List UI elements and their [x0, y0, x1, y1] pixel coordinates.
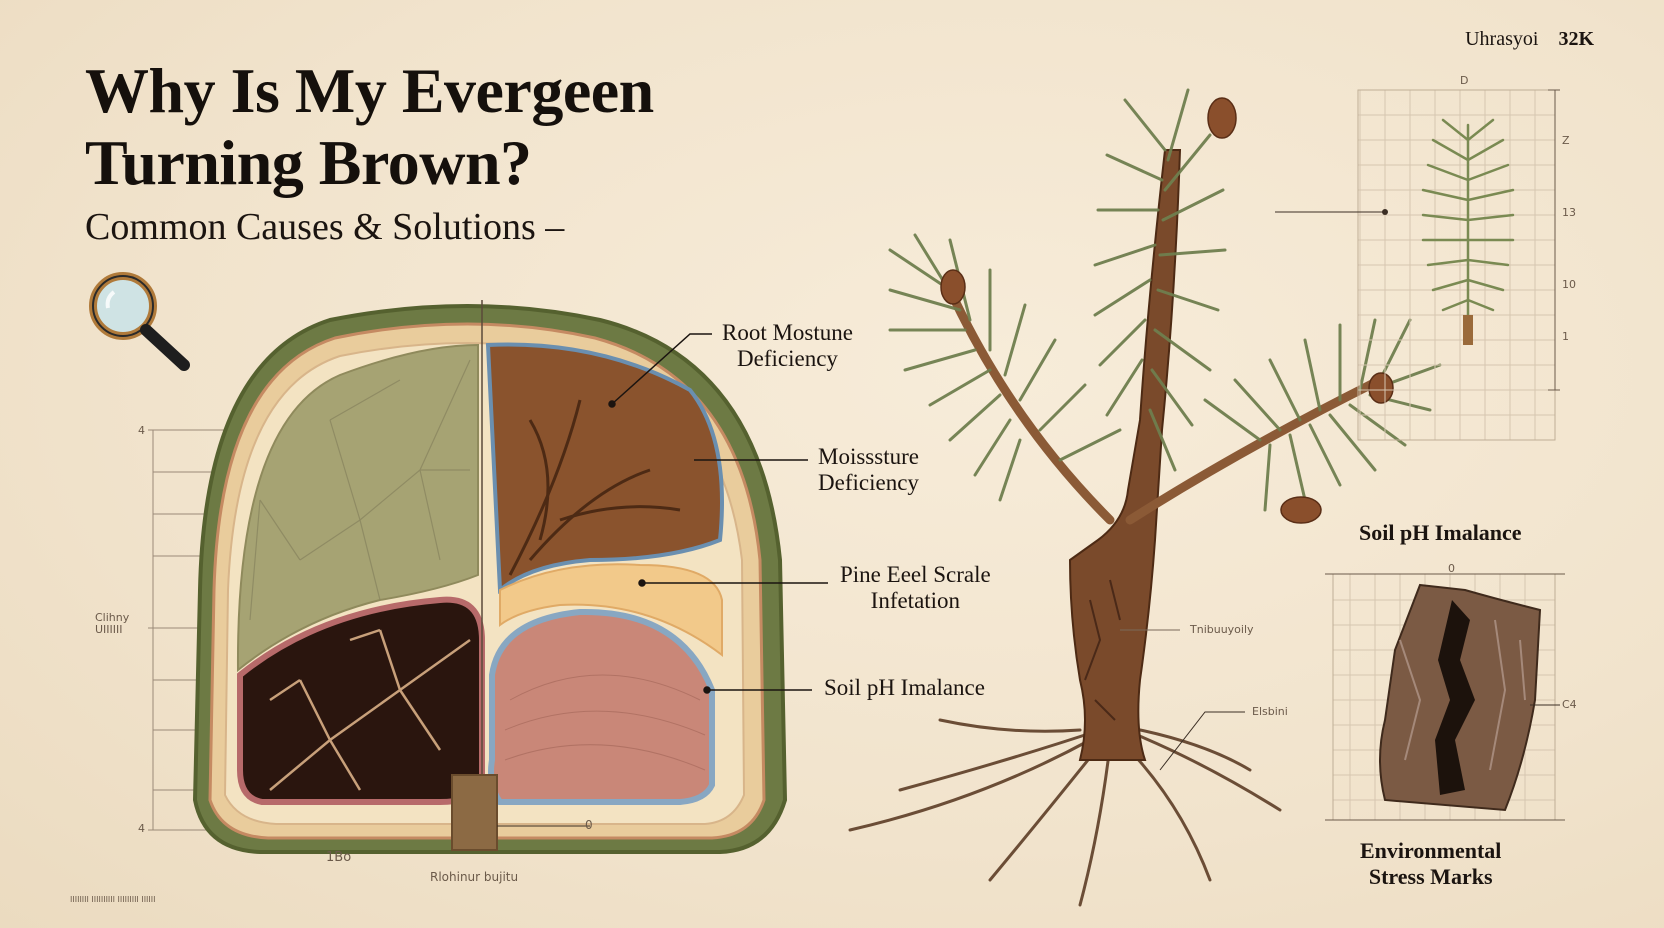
- corner-info: Uhrasyoi 32K: [1465, 28, 1594, 51]
- bark-panel-top-tick: 0: [1448, 562, 1455, 575]
- needle-sprig: [1421, 118, 1515, 332]
- callout-moisture-text: Moisssture Deficiency: [818, 444, 919, 495]
- cross-section-diagram: [192, 300, 788, 854]
- pine-tree-illustration: [848, 88, 1442, 907]
- callout-soil-ph-text: Soil pH Imalance: [824, 675, 985, 700]
- corner-label: Uhrasyoi: [1465, 28, 1539, 50]
- bark-panel-caption: Environmental Stress Marks: [1360, 838, 1501, 890]
- bark-panel-grid: [1333, 574, 1555, 820]
- callout-root-moisture: Root Mostune Deficiency: [722, 320, 853, 372]
- tree-label-trunk: Tnibuuyoily: [1190, 623, 1254, 636]
- bark-panel-side-tick: C4: [1562, 698, 1577, 711]
- callout-root-moisture-text: Root Mostune Deficiency: [722, 320, 853, 371]
- needle-panel-caption: Soil pH Imalance: [1359, 520, 1522, 545]
- needle-tick-1: Z: [1562, 134, 1570, 147]
- page-subtitle: Common Causes & Solutions –: [85, 206, 565, 248]
- needle-tick-4: 1: [1562, 330, 1569, 343]
- ruler-top-label: 4: [138, 424, 145, 437]
- needle-panel-top-tick: D: [1460, 74, 1469, 87]
- needle-clusters: [888, 88, 1442, 512]
- footnote: IIIIIIII IIIIIIIIII IIIIIIIII IIIIII: [70, 895, 156, 904]
- base-label: 1Bo: [326, 850, 352, 865]
- callout-scale-infestation: Pine Eeel Scrale Infetation: [840, 562, 991, 614]
- callout-scale-text: Pine Eeel Scrale Infetation: [840, 562, 991, 613]
- needle-tick-2: 13: [1562, 206, 1576, 219]
- page-title: Why Is My Evergeen Turning Brown?: [85, 55, 654, 198]
- bark-panel-caption-text: Environmental Stress Marks: [1360, 838, 1502, 889]
- bark-panel: [1325, 573, 1565, 821]
- callout-lines: [608, 333, 828, 694]
- base-caption: Rlohinur bujitu: [430, 870, 519, 884]
- ruler-bottom-label: 4: [138, 822, 145, 835]
- callout-moisture: Moisssture Deficiency: [818, 444, 919, 496]
- needle-tick-3: 10: [1562, 278, 1576, 291]
- needle-panel: [1275, 89, 1560, 441]
- left-ruler: [148, 429, 240, 831]
- magnifier-icon: [89, 272, 190, 371]
- corner-value: 32K: [1558, 28, 1594, 50]
- measure-value: 0: [585, 818, 593, 832]
- tree-label-root: Elsbini: [1252, 705, 1288, 718]
- callout-soil-ph: Soil pH Imalance: [824, 675, 985, 701]
- needle-panel-grid: [1358, 90, 1555, 440]
- ruler-mid-label: Clihny UIIIIII: [95, 611, 130, 636]
